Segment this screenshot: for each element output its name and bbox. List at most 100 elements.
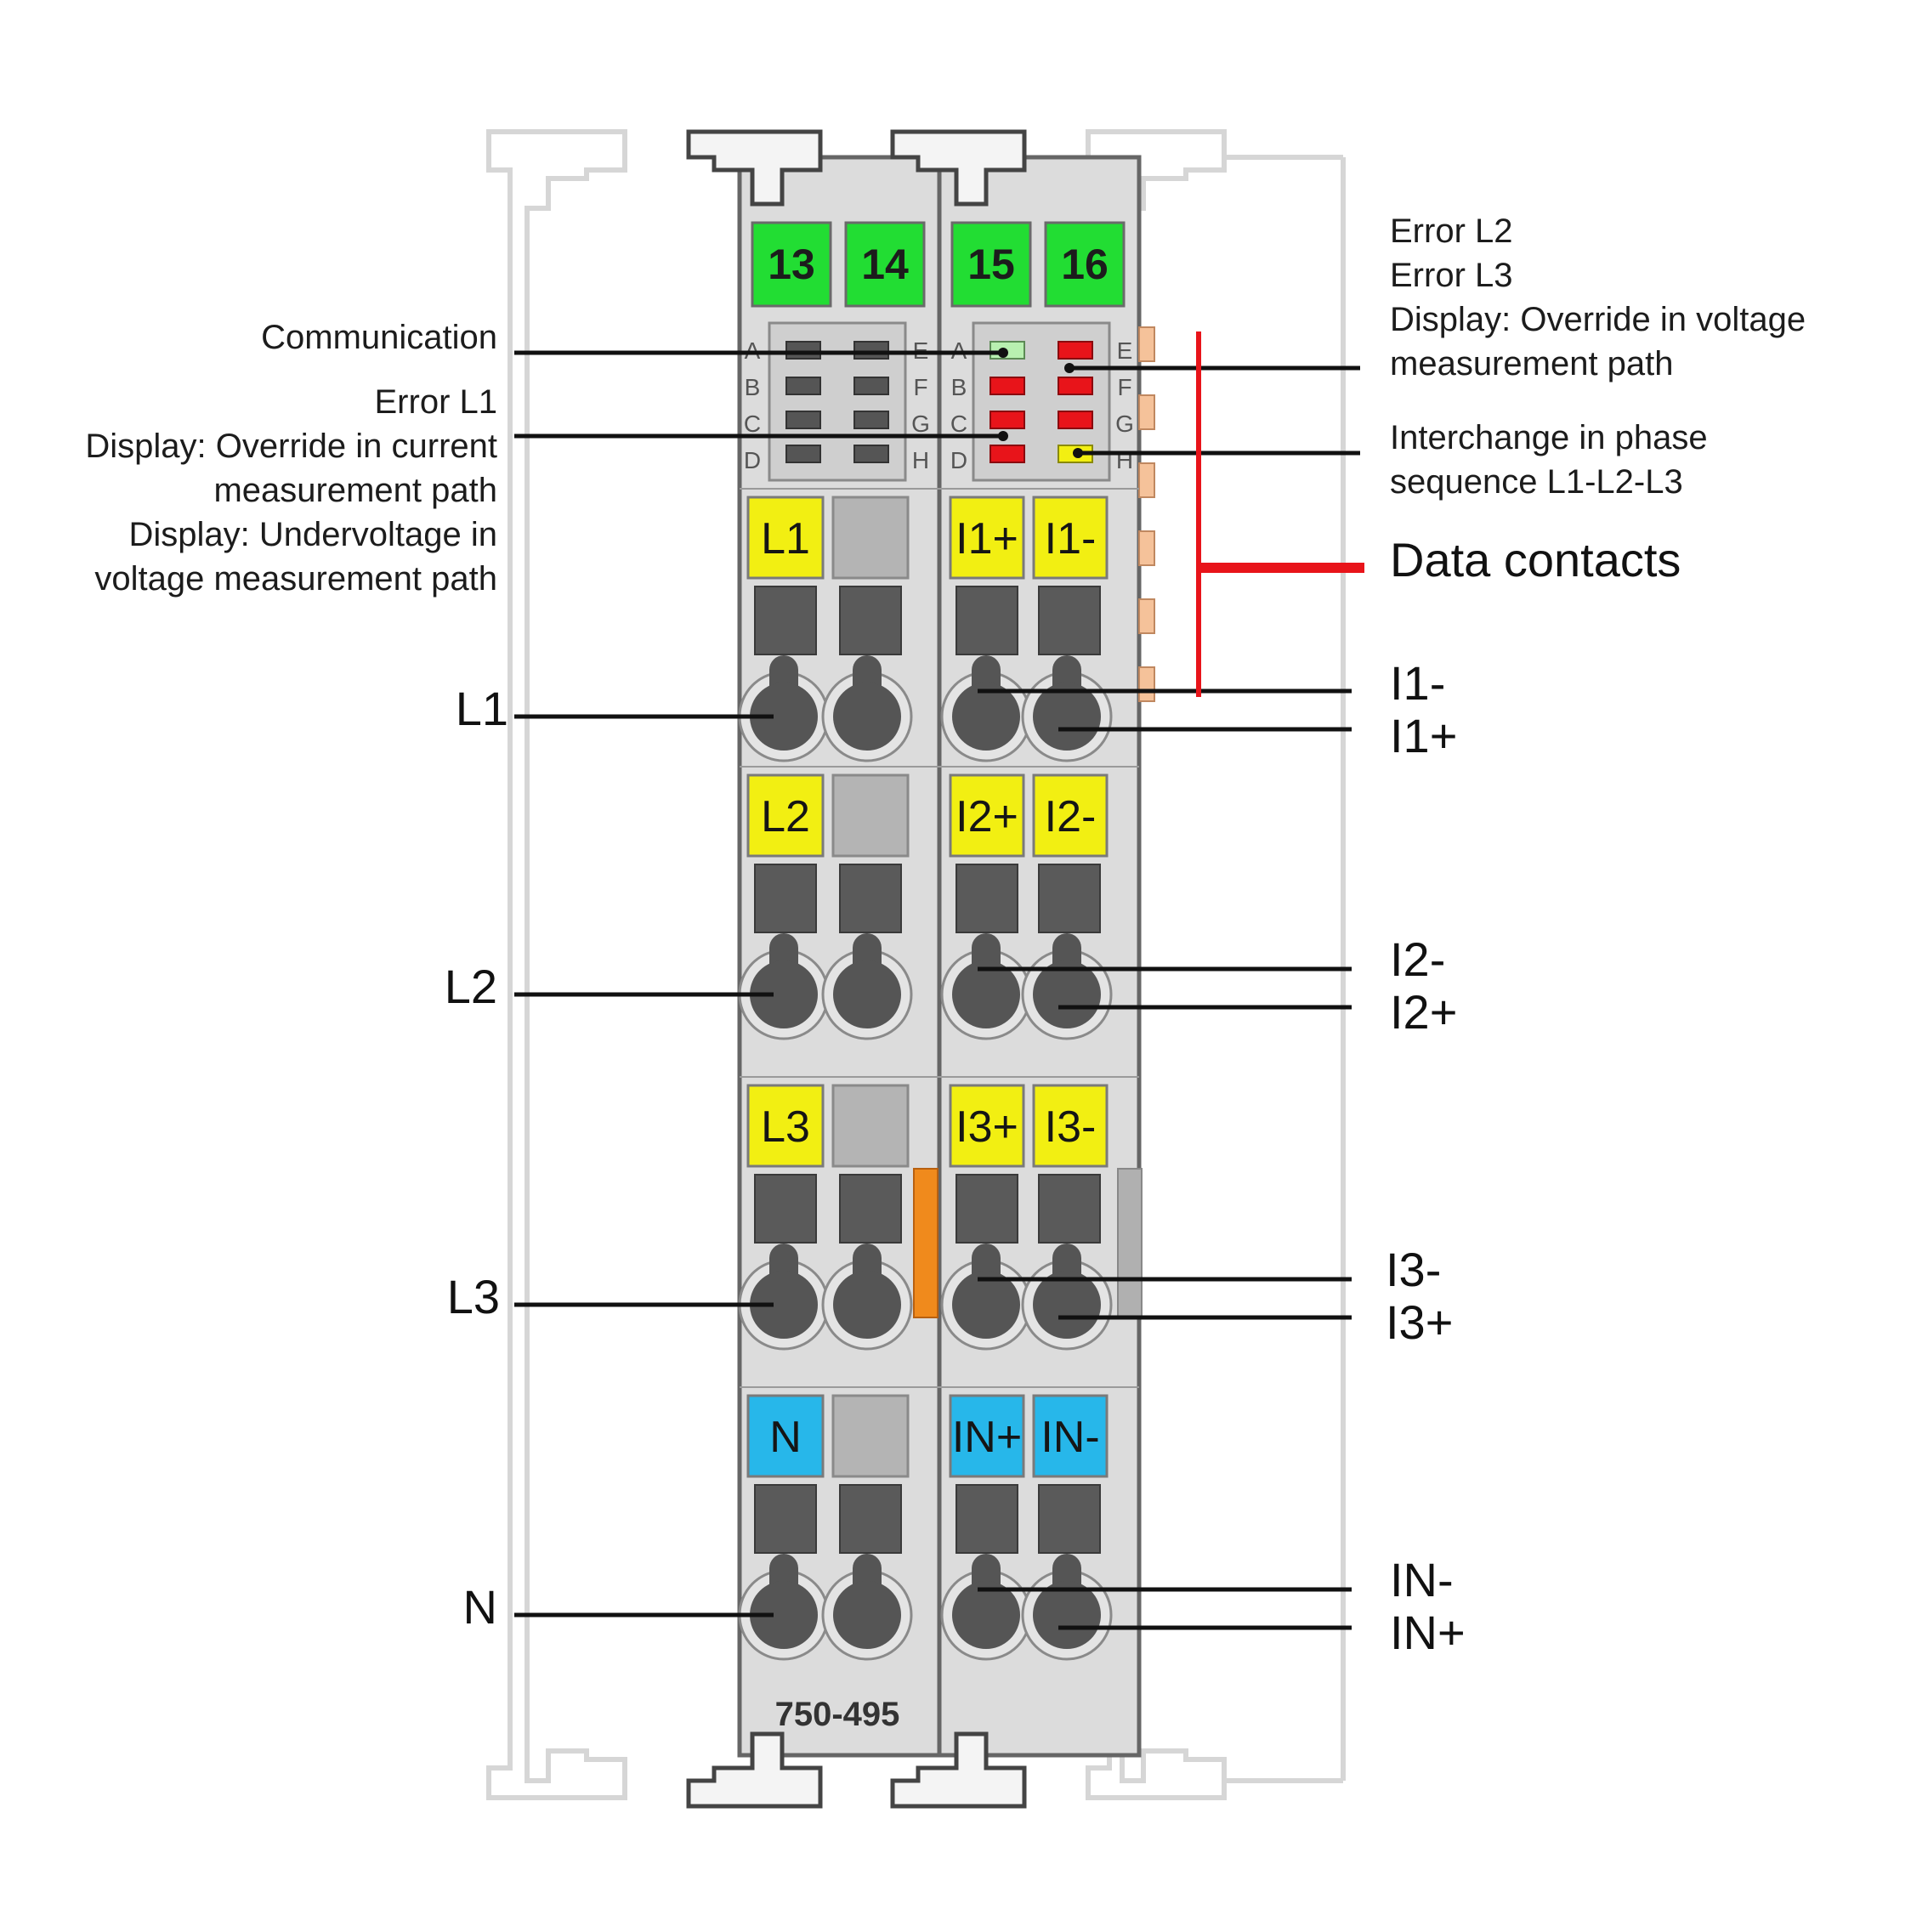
terminal-label-a-3: I3+ [955,1102,1018,1152]
clamp-4-4 [1033,1581,1101,1649]
led-d-right [990,445,1025,463]
led-b-left [785,377,821,395]
number-block-14 [844,221,926,308]
led-b-right [990,377,1025,395]
led-g-left [853,411,889,429]
led-letter-c-left: C [744,411,761,437]
push-button-4-4[interactable] [1038,1484,1101,1554]
clamp-3-2 [833,1271,901,1339]
led-letter-b-right: B [951,374,967,400]
clamp-2-2 [833,960,901,1028]
led-f-right [1058,377,1093,395]
terminal-label-box-b-3 [1032,1084,1109,1168]
terminal-blank-box-4 [831,1394,910,1478]
push-button-2-3[interactable] [955,864,1018,933]
led-e-right [1058,341,1093,360]
terminal-label-box-b-2 [1032,773,1109,858]
label-l2: L2 [445,960,497,1013]
terminal-label-box-a-2 [949,773,1025,858]
terminal-label-b-4: IN- [1041,1413,1099,1462]
led-letter-b-left: B [745,374,761,400]
label-error-l3: Error L3 [1390,257,1513,294]
led-panel-right: A B C D E F G H [950,321,1134,482]
number-block-13 [751,221,832,308]
led-c-right [990,411,1025,429]
label-i2-plus: I2+ [1390,985,1457,1039]
terminal-label-box-left-3 [746,1084,825,1168]
number-15: 15 [967,241,1015,288]
label-interchange-2: sequence L1-L2-L3 [1390,463,1683,501]
terminal-label-box-b-1 [1032,496,1109,580]
terminal-label-left-2: L2 [761,792,810,841]
led-letter-h-left: H [912,447,929,473]
label-communication: Communication [261,319,497,356]
push-button-1-3[interactable] [955,586,1018,655]
push-button-2-2[interactable] [839,864,902,933]
label-in-minus: IN- [1390,1553,1454,1606]
terminal-label-box-a-1 [949,496,1025,580]
leader-dots [998,348,1083,458]
terminal-label-b-1: I1- [1045,514,1097,564]
terminal-label-left-4: N [769,1413,802,1462]
push-button-3-3[interactable] [955,1174,1018,1244]
led-letter-f-right: F [1117,374,1131,400]
clamp-2-3 [952,960,1020,1028]
data-contacts-bracket [1196,331,1364,697]
push-button-4-1[interactable] [754,1484,817,1554]
right-labels: Error L2 Error L3 Display: Override in v… [1386,212,1806,1659]
push-button-3-1[interactable] [754,1174,817,1244]
label-undervoltage-2: voltage measurement path [94,560,497,598]
clamp-1-1 [750,683,818,751]
label-override-voltage-1: Display: Override in voltage [1390,301,1806,338]
push-button-1-4[interactable] [1038,586,1101,655]
number-13: 13 [768,241,815,288]
label-data-contacts: Data contacts [1390,533,1681,586]
label-interchange-1: Interchange in phase [1390,419,1708,456]
terminal-label-box-left-1 [746,496,825,580]
push-button-2-4[interactable] [1038,864,1101,933]
label-override-voltage-2: measurement path [1390,345,1674,382]
number-block-16 [1044,221,1126,308]
terminal-label-box-b-4 [1032,1394,1109,1478]
clamp-4-1 [750,1581,818,1649]
led-letter-f-left: F [913,374,927,400]
led-c-left [785,411,821,429]
push-button-4-3[interactable] [955,1484,1018,1554]
label-l3: L3 [447,1270,500,1323]
terminal-label-b-3: I3- [1045,1102,1097,1152]
terminal-blank-box-1 [831,496,910,580]
label-i3-plus: I3+ [1386,1295,1453,1349]
clamp-1-3 [952,683,1020,751]
clamp-1-4 [1033,683,1101,751]
push-button-2-1[interactable] [754,864,817,933]
clamp-3-3 [952,1271,1020,1339]
clamp-2-4 [1033,960,1101,1028]
clamp-4-2 [833,1581,901,1649]
label-n: N [463,1580,497,1634]
push-button-3-2[interactable] [839,1174,902,1244]
terminal-label-b-2: I2- [1045,792,1097,841]
clamp-4-3 [952,1581,1020,1649]
label-override-current-2: measurement path [213,472,497,509]
push-button-4-2[interactable] [839,1484,902,1554]
led-a-left [785,341,821,360]
led-g-right [1058,411,1093,429]
led-d-left [785,445,821,463]
clamp-1-2 [833,683,901,751]
terminal-label-box-left-2 [746,773,825,858]
led-h-left [853,445,889,463]
led-letter-g-right: G [1115,411,1134,437]
label-undervoltage-1: Display: Undervoltage in [128,516,497,553]
push-button-1-1[interactable] [754,586,817,655]
led-f-left [853,377,889,395]
push-button-1-2[interactable] [839,586,902,655]
label-i1-minus: I1- [1390,656,1445,710]
push-button-3-4[interactable] [1038,1174,1101,1244]
terminal-blank-box-3 [831,1084,910,1168]
led-letter-d-right: D [950,447,967,473]
terminal-label-a-4: IN+ [952,1413,1022,1462]
label-in-plus: IN+ [1390,1606,1466,1659]
led-letter-g-left: G [911,411,930,437]
